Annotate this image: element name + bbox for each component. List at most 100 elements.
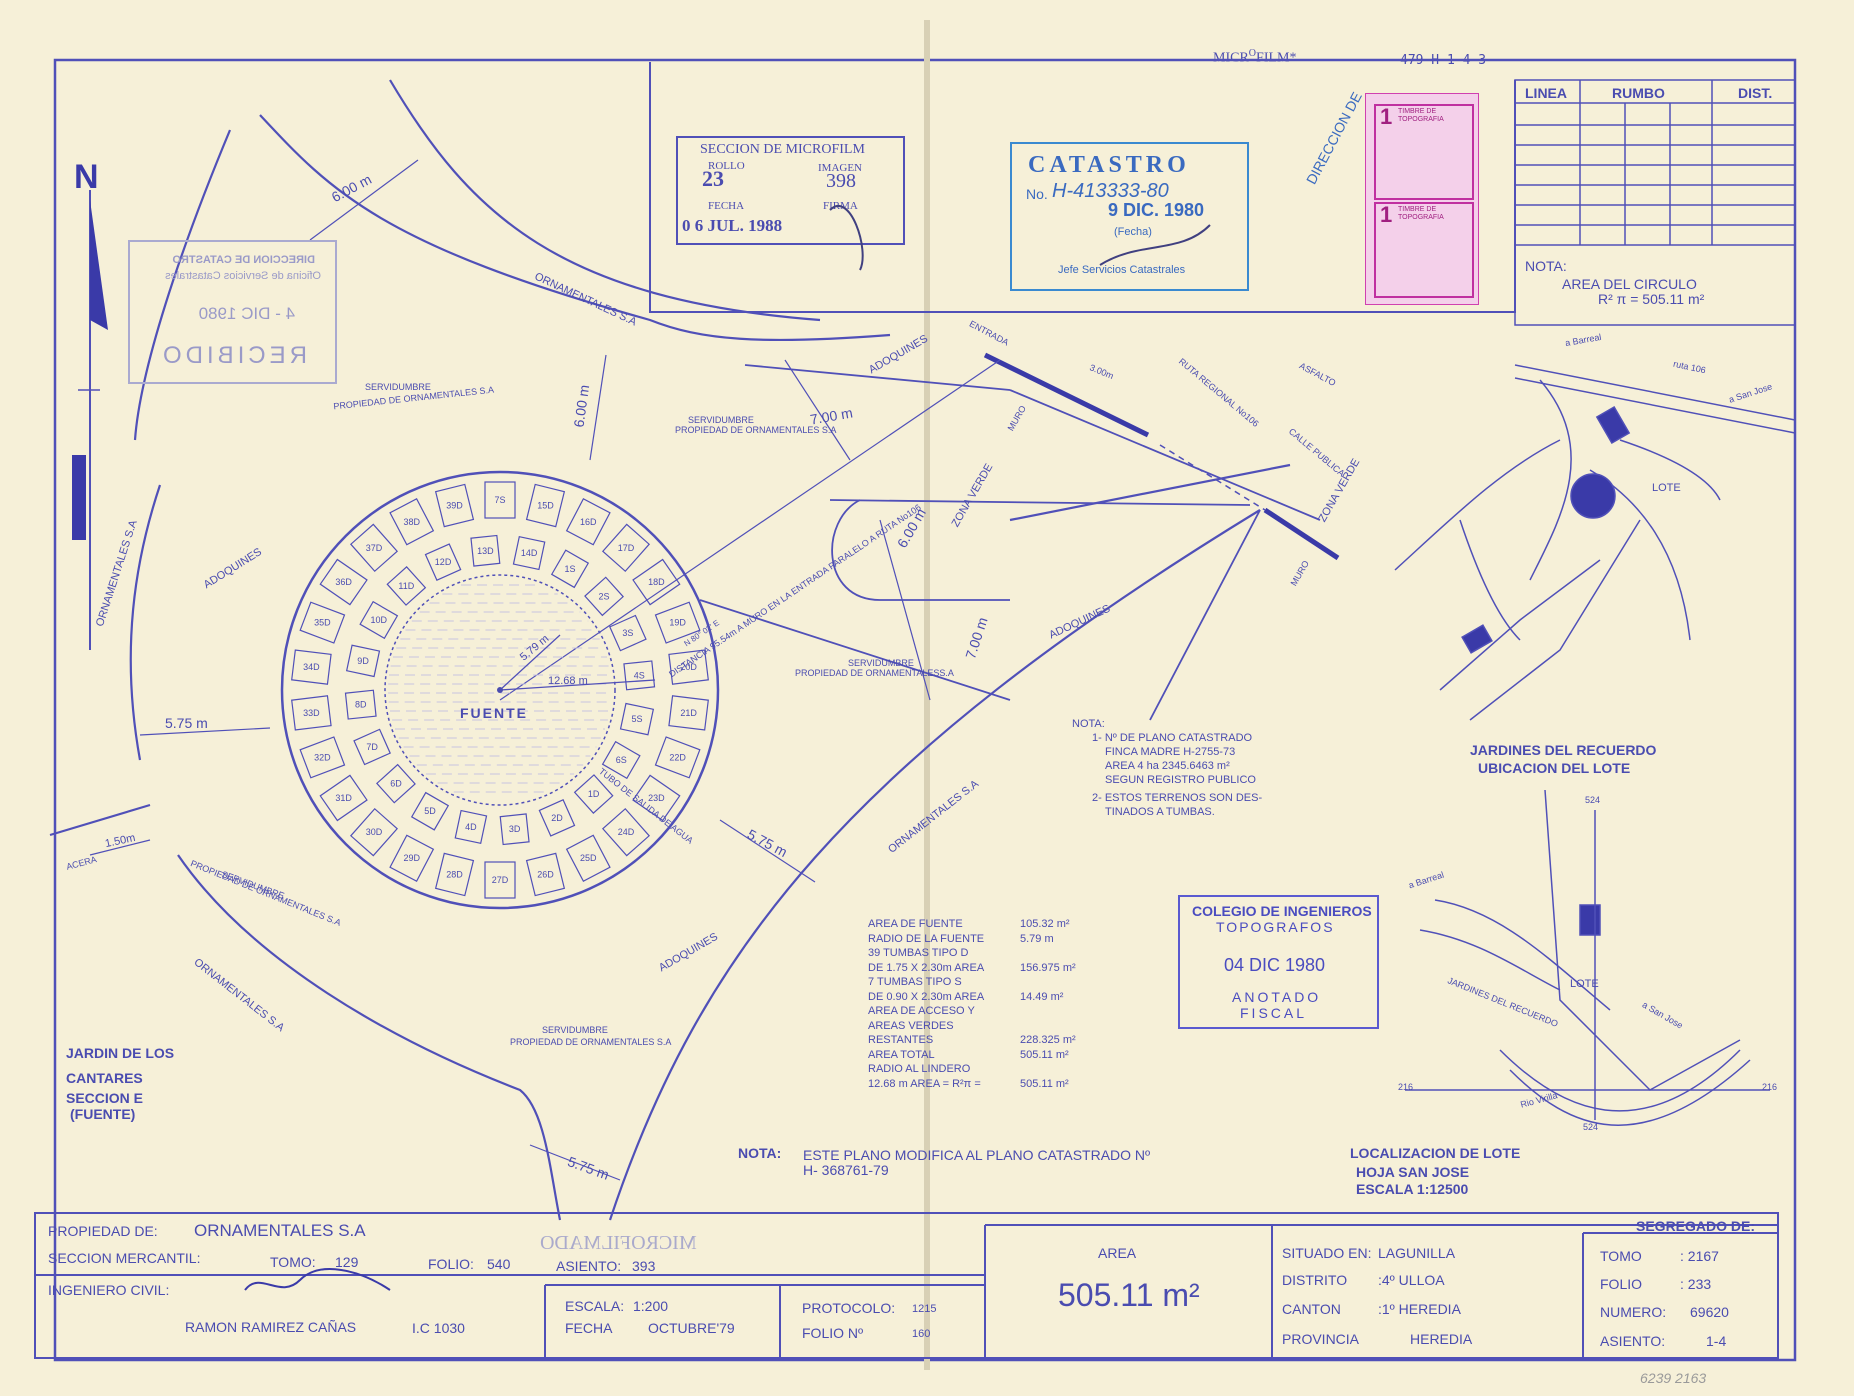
area-row-label: RADIO DE LA FUENTE [868,932,985,945]
area-row-value: 5.79 m [1020,932,1054,945]
tomb: 15D [525,483,566,528]
location-map [1394,364,1796,1126]
jardin-l3: SECCION E [66,1090,144,1106]
catastro-no-label: No. [1026,186,1048,202]
ingeniero-ic: I.C 1030 [412,1320,465,1336]
tomb: 38D [389,498,435,546]
tomb: 14D [512,535,546,571]
grid-216-right: 216 [1762,1082,1778,1092]
catastro-footer: Jefe Servicios Catastrales [1058,264,1186,276]
ingeniero-label: INGENIERO CIVIL: [48,1282,170,1298]
location-title-2: UBICACION DEL LOTE [1478,760,1631,776]
tomb: 3D [499,813,530,846]
tomb: 5S [619,702,655,736]
nota-plano-l1: ESTE PLANO MODIFICA AL PLANO CATASTRADO … [803,1147,1151,1163]
tomb: 7D [353,728,391,766]
catastro-no: H-413333-80 [1052,180,1169,202]
tomb-label: 29D [403,853,420,863]
note-1d: SEGUN REGISTRO PUBLICO [1105,774,1256,786]
tomo-value: 129 [335,1254,359,1270]
tomb-label: 22D [669,752,686,762]
asiento-value: 393 [632,1258,656,1274]
tomb-label: 7S [494,495,505,505]
tomb-label: 1S [564,564,575,574]
catastro-fecha: 9 DIC. 1980 [1108,200,1205,220]
tomb: 8D [344,689,377,720]
tomb: 17D [601,523,651,573]
escala-value: 1:200 [633,1298,669,1314]
muro-1 [983,352,1150,438]
fecha-value: 0 6 JUL. 1988 [682,216,783,235]
grid-216-left: 216 [1398,1082,1414,1092]
propiedad-label: PROPIEDAD DE: [48,1223,158,1239]
tomb: 9D [345,644,381,678]
escala-label: ESCALA: [565,1298,625,1314]
distrito-value: :4º ULLOA [1378,1272,1445,1288]
area-value: 505.11 m² [1058,1277,1200,1313]
distrito-label: DISTRITO [1282,1272,1348,1288]
tomb: 13D [470,534,501,567]
folio-no-value: 160 [912,1328,931,1340]
area-row-label: DE 1.75 X 2.30m AREA [868,961,985,974]
tomb-label: 13D [477,546,494,556]
asiento-label: ASIENTO: [556,1258,622,1274]
recibido-fecha: 4 - DIC 1980 [198,304,295,323]
tomb: 12D [424,543,462,581]
catastro-title: CATASTRO [1028,152,1190,178]
tomb-label: 34D [303,662,320,672]
fuente-label: FUENTE [460,705,528,721]
tomb-label: 1D [588,789,600,799]
tomb: 34D [291,649,332,685]
area-row: RADIO AL LINDERO [868,1063,1108,1078]
tomb-label: 28D [446,869,463,879]
colegio-stamp: COLEGIO DE INGENIEROS TOPOGRAFOS 04 DIC … [1178,895,1379,1029]
tomb: 33D [291,695,332,731]
s-numero-value: 69620 [1690,1304,1729,1320]
microfilmado-stamp: MICROFILMADO [540,1232,697,1254]
tomb: 29D [389,834,435,882]
tomb-label: 33D [303,708,320,718]
tomb: 2D [538,799,576,837]
s-asiento-label: ASIENTO: [1600,1333,1666,1349]
tomb: 21D [668,695,709,731]
tomb-label: 3S [622,628,633,638]
area-row-label: AREAS VERDES [868,1019,954,1032]
area-row-label: AREA DE FUENTE [868,918,963,930]
area-row-label: RADIO AL LINDERO [868,1063,971,1075]
tomb: 22D [654,736,701,779]
tomb-label: 35D [314,618,331,628]
area-row-value: 105.32 m² [1020,918,1070,930]
nota-plano-l2: H- 368761-79 [803,1162,889,1178]
tomb: 1S [550,549,590,589]
handwritten-code: 6239 2163 [1640,1370,1707,1386]
tomb-label: 4D [465,822,477,832]
folio-value: 540 [487,1256,511,1272]
tomb-label: 32D [314,752,331,762]
location-title-1: JARDINES DEL RECUERDO [1470,742,1657,758]
tomb-label: 15D [537,501,554,511]
area-row-value: 505.11 m² [1020,1077,1069,1090]
propiedad-3: PROPIEDAD DE ORNAMENTALESS.A [795,668,954,678]
north-arrow [72,190,108,650]
tomb-label: 3D [509,824,521,834]
tomb: 26D [525,852,566,897]
col-rumbo: RUMBO [1612,85,1665,101]
tomb-label: 6D [390,779,402,789]
tomb-label: 23D [648,793,665,803]
tomb-label: 4S [634,670,645,680]
tomb: 30D [349,807,399,857]
tomb-label: 19D [669,618,686,628]
area-row: AREA DE ACCESO Y [868,1005,1108,1020]
stamp-title: SECCION DE MICROFILM [700,142,865,157]
tomb: 23D [632,774,681,822]
tomb: 19D [654,601,701,644]
tomb-label: 2D [551,813,563,823]
grid-524-top: 524 [1585,795,1601,805]
imagen-label: IMAGEN [818,162,862,174]
folio-label: FOLIO: [428,1256,474,1272]
nota-plano-label: NOTA: [738,1145,782,1161]
note-1c: AREA 4 ha 2345.6463 m² [1105,760,1230,772]
